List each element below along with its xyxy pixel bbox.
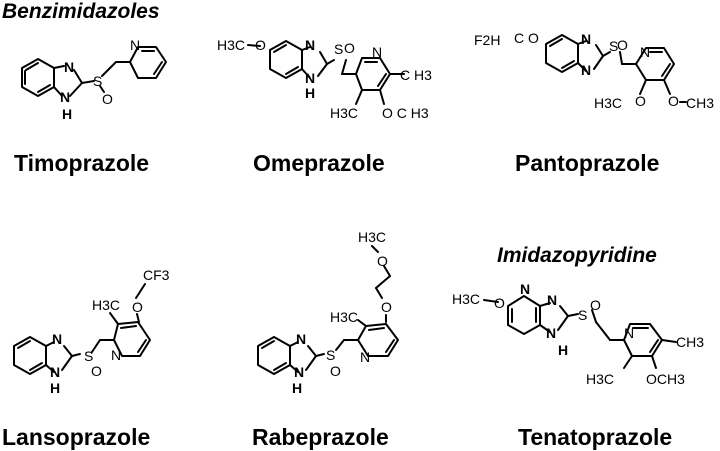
atom-n: N	[546, 325, 556, 341]
atom-h: H	[62, 106, 72, 122]
atom-o: O	[381, 299, 392, 315]
atom-n: N	[520, 281, 530, 297]
name-rabeprazole: Rabeprazole	[252, 424, 389, 450]
atom-ch3: CH3	[686, 95, 714, 111]
atom-n: N	[296, 331, 306, 347]
atom-n: N	[64, 59, 74, 75]
atom-h3c: H3C	[217, 37, 245, 53]
atom-h3c: H3C	[358, 229, 386, 245]
atom-h3c: H3C	[594, 95, 622, 111]
atom-n: N	[111, 347, 121, 363]
atom-o: O	[590, 297, 601, 313]
atom-h3c: H3C	[452, 291, 480, 307]
atom-h: H	[305, 85, 315, 101]
atom-o: O	[494, 295, 505, 311]
atom-n: N	[581, 31, 591, 47]
atom-h3c: H3C	[330, 309, 358, 325]
atom-n: N	[305, 70, 315, 86]
atom-h3c: H3C	[586, 371, 614, 387]
atom-o: O	[668, 93, 679, 109]
atom-n: N	[372, 44, 382, 60]
atom-co: C O	[514, 30, 539, 46]
atom-h: H	[558, 342, 568, 358]
atom-n: N	[547, 292, 557, 308]
heading-benzimidazoles: Benzimidazoles	[2, 0, 160, 23]
heading-imidazopyridine: Imidazopyridine	[497, 244, 657, 267]
atom-s: S	[578, 307, 587, 323]
atom-s: S	[609, 38, 618, 54]
atom-cf3: CF3	[143, 267, 170, 283]
atom-n: N	[60, 89, 70, 105]
atom-s: S	[93, 73, 102, 89]
atom-n: N	[50, 364, 60, 380]
atom-o: O	[635, 93, 646, 109]
atom-f2h: F2H	[474, 32, 500, 48]
name-timoprazole: Timoprazole	[14, 150, 150, 176]
name-omeprazole: Omeprazole	[253, 150, 385, 176]
atom-o: O	[330, 363, 341, 379]
atom-o: O	[91, 363, 102, 379]
atom-o: O	[132, 299, 143, 315]
name-tenatoprazole: Tenatoprazole	[518, 424, 673, 450]
atom-h: H	[292, 380, 302, 396]
atom-ch3: CH3	[676, 334, 704, 350]
atom-s: S	[334, 41, 343, 57]
name-pantoprazole: Pantoprazole	[515, 150, 660, 176]
atom-n: N	[52, 331, 62, 347]
atom-n: N	[640, 44, 650, 60]
atom-o: O	[377, 253, 388, 269]
atom-o: O	[617, 37, 628, 53]
name-lansoprazole: Lansoprazole	[2, 424, 151, 450]
atom-s: S	[84, 348, 93, 364]
atom-n: N	[360, 349, 370, 365]
atom-o: O	[102, 91, 113, 107]
atom-och3: O C H3	[382, 105, 429, 121]
atom-och3: OCH3	[646, 371, 685, 387]
atom-o: O	[255, 37, 266, 53]
atom-o: O	[344, 40, 355, 56]
atom-n: N	[581, 62, 591, 78]
atom-n: N	[624, 325, 634, 341]
atom-n: N	[130, 37, 140, 53]
atom-n: N	[305, 37, 315, 53]
atom-h3c: H3C	[330, 105, 358, 121]
atom-s: S	[326, 347, 335, 363]
atom-n: N	[294, 364, 304, 380]
atom-h3c: H3C	[92, 297, 120, 313]
atom-h: H	[50, 380, 60, 396]
atom-ch3: C H3	[400, 67, 432, 83]
